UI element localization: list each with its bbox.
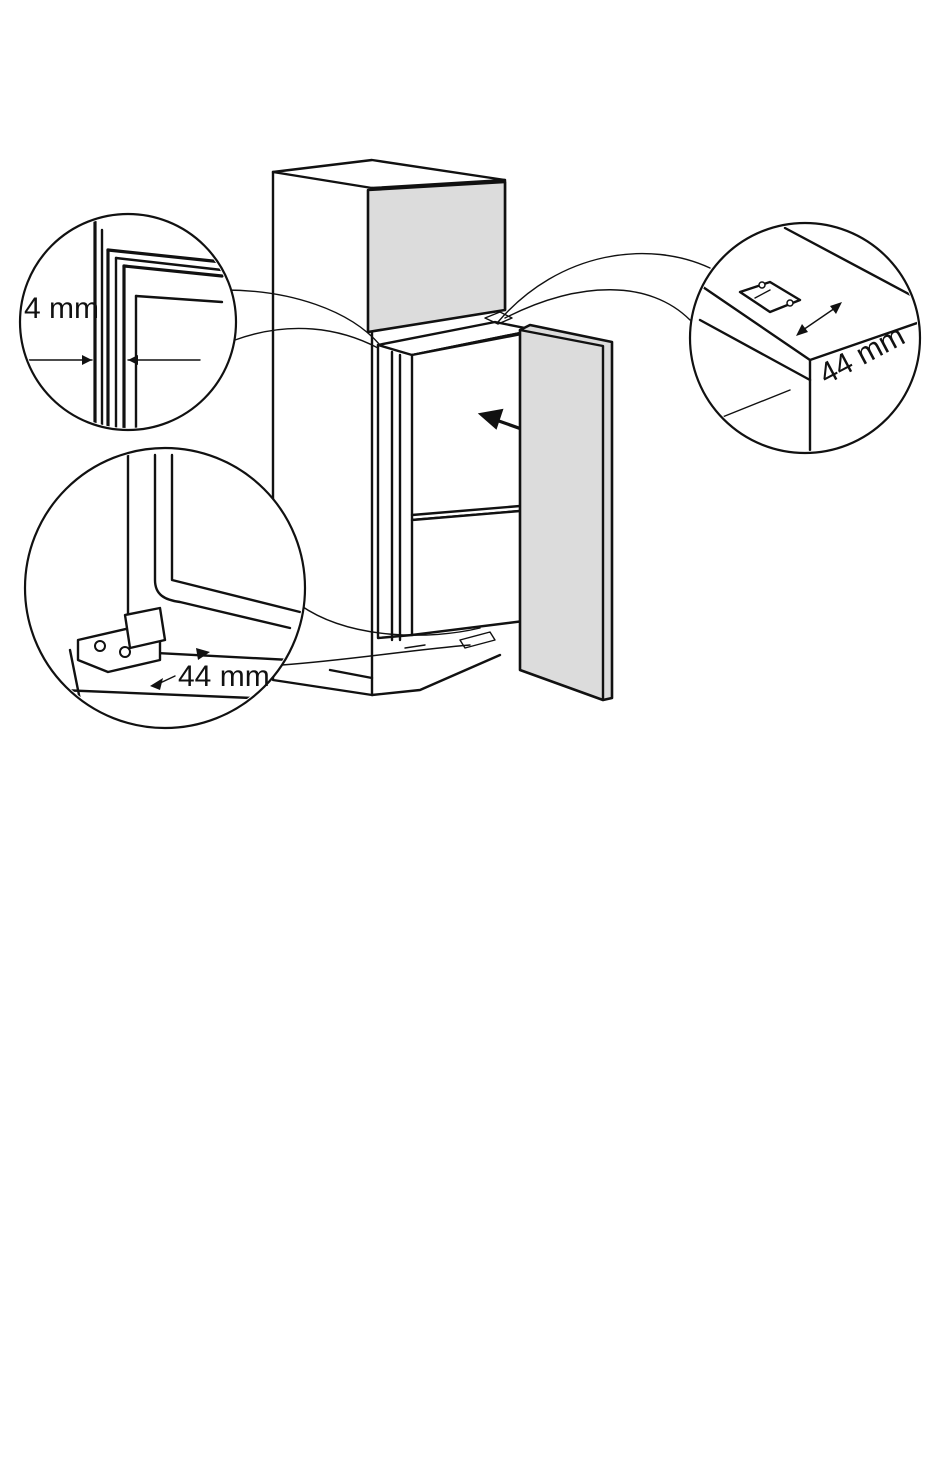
appliance	[378, 312, 535, 648]
gap-dimension-label: 4 mm	[24, 292, 99, 325]
upper-cabinet-door	[368, 182, 505, 332]
furniture-door	[520, 325, 612, 700]
detail-top-hinge-circle: 44 mm	[690, 223, 920, 453]
detail-bottom-hinge-circle: 44 mm	[25, 448, 305, 728]
detail-gap-circle: 4 mm	[20, 214, 236, 440]
hinge-bottom-dimension-label: 44 mm	[178, 660, 270, 693]
